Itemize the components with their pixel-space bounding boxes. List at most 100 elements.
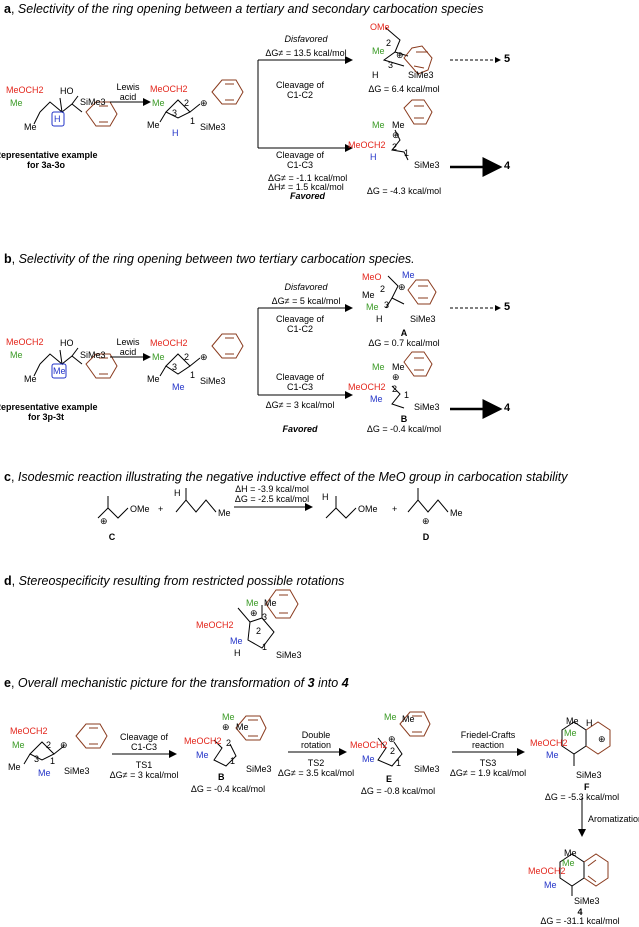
e-E-n2: 2 <box>390 746 396 756</box>
b-pB-n2: 2 <box>392 384 398 394</box>
e-label-F: F <box>584 782 590 792</box>
d-plus: ⊕ <box>250 608 258 618</box>
e-start-meoch2: MeOCH2 <box>10 726 48 736</box>
c-label-D: D <box>422 532 430 542</box>
section-e-title-mid: into <box>314 676 342 690</box>
e-step3-ts: TS3 <box>479 758 497 768</box>
section-c-title: Isodesmic reaction illustrating the nega… <box>17 470 568 484</box>
section-e-letter: e <box>4 676 11 690</box>
e-label-E: E <box>386 774 393 784</box>
a-disfavored: Disfavored <box>284 34 328 44</box>
e-dg-4: ΔG = -31.1 kcal/mol <box>540 916 620 926</box>
d-meoch2: MeOCH2 <box>196 620 234 630</box>
b-prod-4: 4 <box>504 402 511 414</box>
b-label-B: B <box>400 414 408 424</box>
a-dg-prod-bot: ΔG = -4.3 kcal/mol <box>366 186 442 196</box>
e-B-me-blue: Me <box>196 750 209 760</box>
b-favored: Favored <box>282 424 318 434</box>
a-p1-h: H <box>372 70 379 80</box>
d-structure <box>237 589 299 649</box>
e-start-n3: 3 <box>34 754 40 764</box>
b-pA-sime3: SiMe3 <box>410 314 436 324</box>
a-p2-sime3: SiMe3 <box>414 160 440 170</box>
c-plus-2: ⊕ <box>422 516 430 526</box>
e-start-me-blue: Me <box>38 768 51 778</box>
e-dg-E: ΔG = -0.8 kcal/mol <box>360 786 436 796</box>
b-cat-meoch2: MeOCH2 <box>150 338 188 348</box>
b-product-A <box>385 275 437 309</box>
section-a-letter: a <box>4 2 11 16</box>
b-disfavored: Disfavored <box>284 282 328 292</box>
a-cleave-top-1: Cleavage of <box>275 80 325 90</box>
e-B-plus: ⊕ <box>222 722 230 732</box>
e-step1-1: Cleavage of <box>119 732 169 742</box>
a-dg-top: ΔG≠ = 13.5 kcal/mol <box>265 48 347 58</box>
a-cleave-bot-1: Cleavage of <box>275 150 325 160</box>
a-cleave-top-2: C1-C2 <box>286 90 314 100</box>
e-start-structure <box>23 723 108 765</box>
e-4-me-blue: Me <box>544 880 557 890</box>
c-dh: ΔH = -3.9 kcal/mol <box>235 484 309 494</box>
e-step1-2: C1-C3 <box>130 742 158 752</box>
a-cat-n2: 2 <box>184 98 190 108</box>
e-start-plus: ⊕ <box>60 740 68 750</box>
b-start-me: Me <box>24 374 37 384</box>
a-prod-4: 4 <box>504 160 511 172</box>
a-p2-n2: 2 <box>392 142 398 152</box>
b-cat-me: Me <box>147 374 160 384</box>
e-F-plus: ⊕ <box>598 734 606 744</box>
d-me-green: Me <box>246 598 259 608</box>
e-step2-ts: TS2 <box>307 758 325 768</box>
b-lewis-1: Lewis <box>116 337 140 347</box>
c-plus-sign-1: + <box>158 504 164 514</box>
e-step3-1: Friedel-Crafts <box>460 730 516 740</box>
e-4-me: Me <box>564 848 577 858</box>
e-4-me-green: Me <box>562 858 575 868</box>
c-h-2: H <box>322 492 329 502</box>
b-cat-n2: 2 <box>184 352 190 362</box>
a-start-h: H <box>54 114 61 124</box>
c-ome-2: OMe <box>358 504 378 514</box>
b-cat-me-green: Me <box>152 352 165 362</box>
c-dg: ΔG = -2.5 kcal/mol <box>234 494 310 504</box>
e-B-meoch2: MeOCH2 <box>184 736 222 746</box>
b-pA-plus: ⊕ <box>398 282 406 292</box>
b-cat-sime3: SiMe3 <box>200 376 226 386</box>
b-pA-meo: MeO <box>362 272 382 282</box>
b-cleave-bot-1: Cleavage of <box>275 372 325 382</box>
b-pA-n2: 2 <box>380 284 386 294</box>
e-step3-dg: ΔG≠ = 1.9 kcal/mol <box>449 768 527 778</box>
d-sime3: SiMe3 <box>276 650 302 660</box>
c-ome-1: OMe <box>130 504 150 514</box>
e-aromatization: Aromatization <box>588 814 639 824</box>
b-pB-plus: ⊕ <box>392 372 400 382</box>
a-rep-line1: Representative example <box>0 150 98 160</box>
e-B-me: Me <box>236 722 249 732</box>
a-cat-n1: 1 <box>190 116 196 126</box>
e-B-sime3: SiMe3 <box>246 764 272 774</box>
a-p2-n1: 1 <box>404 148 410 158</box>
d-h: H <box>234 648 241 658</box>
b-pA-h: H <box>376 314 383 324</box>
a-p2-me: Me <box>392 120 405 130</box>
b-pA-me-green: Me <box>366 302 379 312</box>
b-dg-A: ΔG = 0.7 kcal/mol <box>368 338 440 348</box>
e-start-me-green: Me <box>12 740 25 750</box>
section-b-title: Selectivity of the ring opening between … <box>18 252 415 266</box>
b-start-me-green: Me <box>10 350 23 360</box>
a-start-ho: HO <box>60 86 74 96</box>
a-p2-me-green: Me <box>372 120 385 130</box>
e-structure-E <box>377 711 431 767</box>
e-4-meoch2: MeOCH2 <box>528 866 566 876</box>
a-p2-plus: ⊕ <box>392 130 400 140</box>
b-lewis-2: acid <box>119 347 137 357</box>
e-F-me: Me <box>566 716 579 726</box>
c-label-C: C <box>108 532 116 542</box>
a-start-me-green: Me <box>10 98 23 108</box>
a-p1-n2: 2 <box>386 38 392 48</box>
b-rep-line1: Representative example <box>0 402 98 412</box>
a-favored: Favored <box>290 191 326 201</box>
section-e-n3: 3 <box>307 676 315 690</box>
a-p2-meoch2: MeOCH2 <box>348 140 386 150</box>
